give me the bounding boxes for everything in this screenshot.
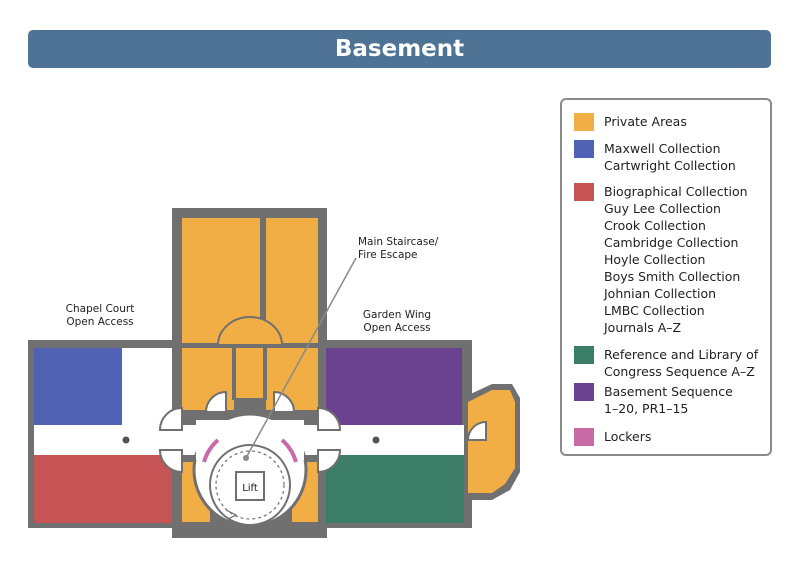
legend-label: Boys Smith Collection — [604, 269, 741, 284]
legend-swatch — [574, 346, 594, 364]
doors — [158, 390, 487, 474]
legend-label: Journals A–Z — [604, 320, 682, 335]
lockers — [202, 438, 298, 463]
legend-label: Lockers — [604, 429, 652, 444]
legend-entry: Basement Sequence 1–20, PR1–15 — [574, 383, 733, 417]
legend-swatch — [574, 428, 594, 446]
room-maxwell — [34, 348, 122, 425]
lift-label: Lift — [242, 483, 258, 494]
room-chapel-court-open — [122, 348, 172, 425]
doorway-arc — [216, 316, 284, 346]
legend-entry: Private Areas — [574, 113, 687, 131]
page-title: Basement — [28, 30, 771, 68]
legend-label: LMBC Collection — [604, 303, 705, 318]
label-main-staircase: Main Staircase/ Fire Escape — [358, 236, 439, 261]
legend-swatch — [574, 383, 594, 401]
legend-label: Private Areas — [604, 114, 687, 129]
staircase-leader — [245, 257, 357, 459]
legend-label: Johnian Collection — [604, 286, 717, 301]
lift — [235, 471, 265, 501]
legend-label: Basement Sequence — [604, 384, 733, 399]
room-basement-sequence — [326, 348, 464, 425]
legend-swatch — [574, 183, 594, 201]
label-chapel-court: Chapel Court Open Access — [65, 303, 135, 328]
legend-label: Congress Sequence A–Z — [604, 364, 755, 379]
room-biographical — [34, 455, 172, 523]
legend-entry: Lockers — [574, 428, 651, 446]
legend-label: Hoyle Collection — [604, 252, 706, 267]
legend-label: Maxwell Collection — [604, 141, 721, 156]
label-garden-wing: Garden Wing Open Access — [362, 309, 432, 334]
legend-label: Crook Collection — [604, 218, 706, 233]
legend-swatch — [574, 140, 594, 158]
legend-entry: Reference and Library of Congress Sequenc… — [574, 346, 758, 380]
legend-label: Biographical Collection — [604, 184, 748, 199]
legend-label: Guy Lee Collection — [604, 201, 721, 216]
legend-label: 1–20, PR1–15 — [604, 401, 689, 416]
legend-label: Cartwright Collection — [604, 158, 736, 173]
legend-label: Reference and Library of — [604, 347, 759, 362]
column-marker — [122, 436, 130, 444]
column-marker — [372, 436, 380, 444]
legend-label: Cambridge Collection — [604, 235, 739, 250]
private-areas — [182, 218, 515, 522]
legend-swatch — [574, 113, 594, 131]
room-reference — [326, 455, 464, 523]
